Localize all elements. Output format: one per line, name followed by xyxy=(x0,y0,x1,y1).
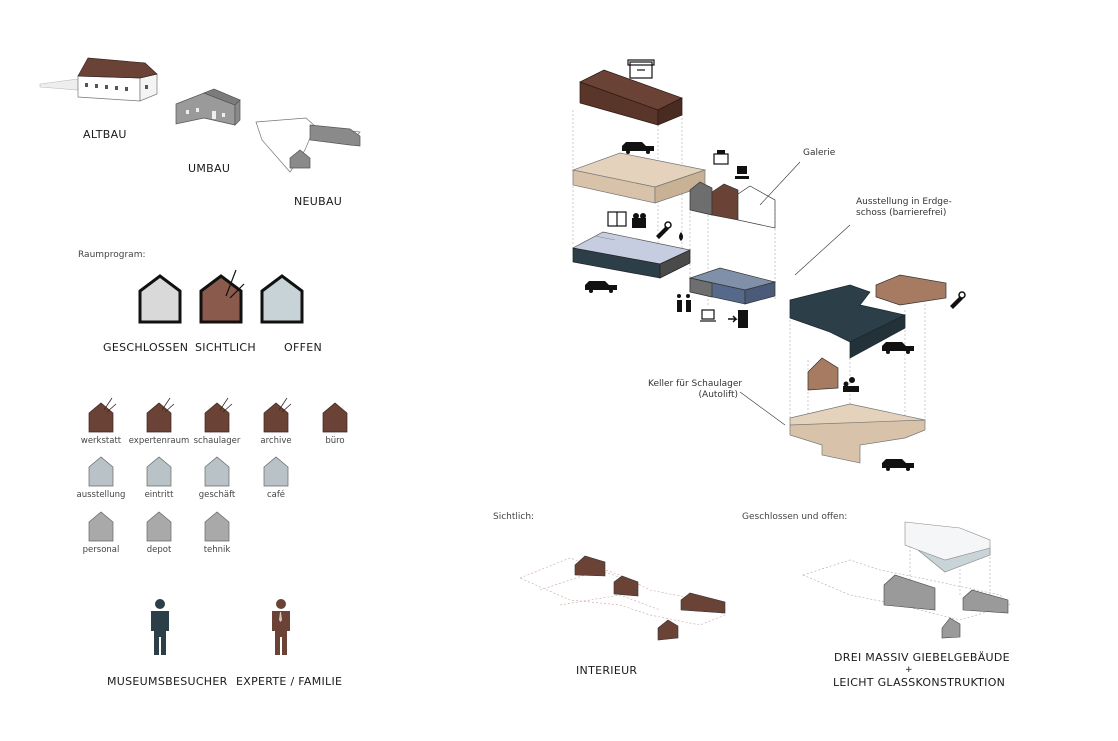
caption-line1: DREI MASSIV GIEBELGEBÄUDE xyxy=(834,651,1010,664)
raumprogram-title: Raumprogram: xyxy=(78,250,146,260)
top-brown-block xyxy=(579,69,683,126)
type-geschlossen: GESCHLOSSEN xyxy=(103,341,189,354)
wrench-icon xyxy=(656,221,672,239)
geschlossen-offen-label: Geschlossen und offen: xyxy=(742,512,848,522)
room-geschaeft: geschäft xyxy=(198,490,236,500)
room-expertenraum: expertenraum xyxy=(128,436,190,446)
type-sichtlich: SICHTLICH xyxy=(195,341,256,354)
house-offen xyxy=(260,274,304,324)
sichtlich-label: Sichtlich: xyxy=(493,512,535,522)
car-icon xyxy=(585,281,617,293)
visitor-label: MUSEUMSBESUCHER xyxy=(107,675,228,688)
expert-person-icon xyxy=(272,599,290,655)
geschlossen-diagram xyxy=(802,521,1011,639)
exhibition-slab xyxy=(571,231,692,279)
ausstellung-annotation-2: schoss (barrierefrei) xyxy=(856,208,947,218)
car-icon xyxy=(622,142,654,154)
room-schaulager: schaulager xyxy=(193,436,241,446)
rooms-row2-icons xyxy=(88,456,289,487)
drop-icon xyxy=(679,232,683,241)
neubau-label: NEUBAU xyxy=(294,195,343,208)
umbau-building xyxy=(175,88,241,126)
interieur-caption: INTERIEUR xyxy=(576,664,638,677)
rooms-row3-icons xyxy=(88,511,230,542)
annotation-lines xyxy=(739,161,851,426)
visitor-person-icon xyxy=(151,599,169,655)
house-sichtlich xyxy=(199,269,245,324)
chair-icon xyxy=(735,166,749,179)
small-brown-house xyxy=(807,357,839,391)
keller-annotation-2: (Autolift) xyxy=(698,390,738,400)
toilet-icon xyxy=(677,294,691,312)
coffee-icon xyxy=(700,309,716,322)
altbau-label: ALTBAU xyxy=(83,128,127,141)
room-personal: personal xyxy=(82,545,120,555)
furniture-icon xyxy=(713,150,729,165)
altbau-building xyxy=(39,57,158,102)
ausstellung-annotation-1: Ausstellung in Erdge- xyxy=(856,197,952,207)
umbau-label: UMBAU xyxy=(188,162,231,175)
room-depot: depot xyxy=(146,545,172,555)
keller-annotation-1: Keller für Schaulager xyxy=(648,379,743,389)
room-ausstellung: ausstellung xyxy=(76,490,126,500)
room-buero: büro xyxy=(325,436,345,446)
sichtlich-diagram xyxy=(519,555,726,641)
room-eintritt: eintritt xyxy=(144,490,174,500)
rooms-row1-icons xyxy=(88,402,348,433)
ground-floor-block xyxy=(789,284,907,359)
room-werkstatt: werkstatt xyxy=(80,436,122,446)
car-icon xyxy=(882,342,914,354)
group-icon xyxy=(843,377,859,392)
light-brown-house xyxy=(875,274,947,306)
room-tehnik: tehnik xyxy=(203,545,231,555)
sand-slab xyxy=(571,152,707,204)
gallery-houses xyxy=(689,181,776,229)
room-cafe: café xyxy=(266,490,286,500)
wrench-icon xyxy=(950,291,966,309)
middle-blue-block xyxy=(688,267,777,305)
car-icon xyxy=(882,459,914,471)
expert-label: EXPERTE / FAMILIE xyxy=(236,675,343,688)
room-archive: archive xyxy=(260,436,292,446)
caption-line2: LEICHT GLASSKONSTRUKTION xyxy=(833,676,1006,689)
galerie-annotation: Galerie xyxy=(803,148,836,158)
exploded-guides xyxy=(572,110,926,450)
type-offen: OFFEN xyxy=(284,341,322,354)
camera-icon xyxy=(632,213,646,228)
book-icon xyxy=(607,211,627,227)
house-geschlossen xyxy=(138,274,182,324)
basement-slab xyxy=(789,403,927,464)
box-icon xyxy=(627,59,655,79)
neubau-building xyxy=(255,117,361,173)
exit-icon xyxy=(728,310,748,328)
caption-plus: + xyxy=(905,665,913,675)
